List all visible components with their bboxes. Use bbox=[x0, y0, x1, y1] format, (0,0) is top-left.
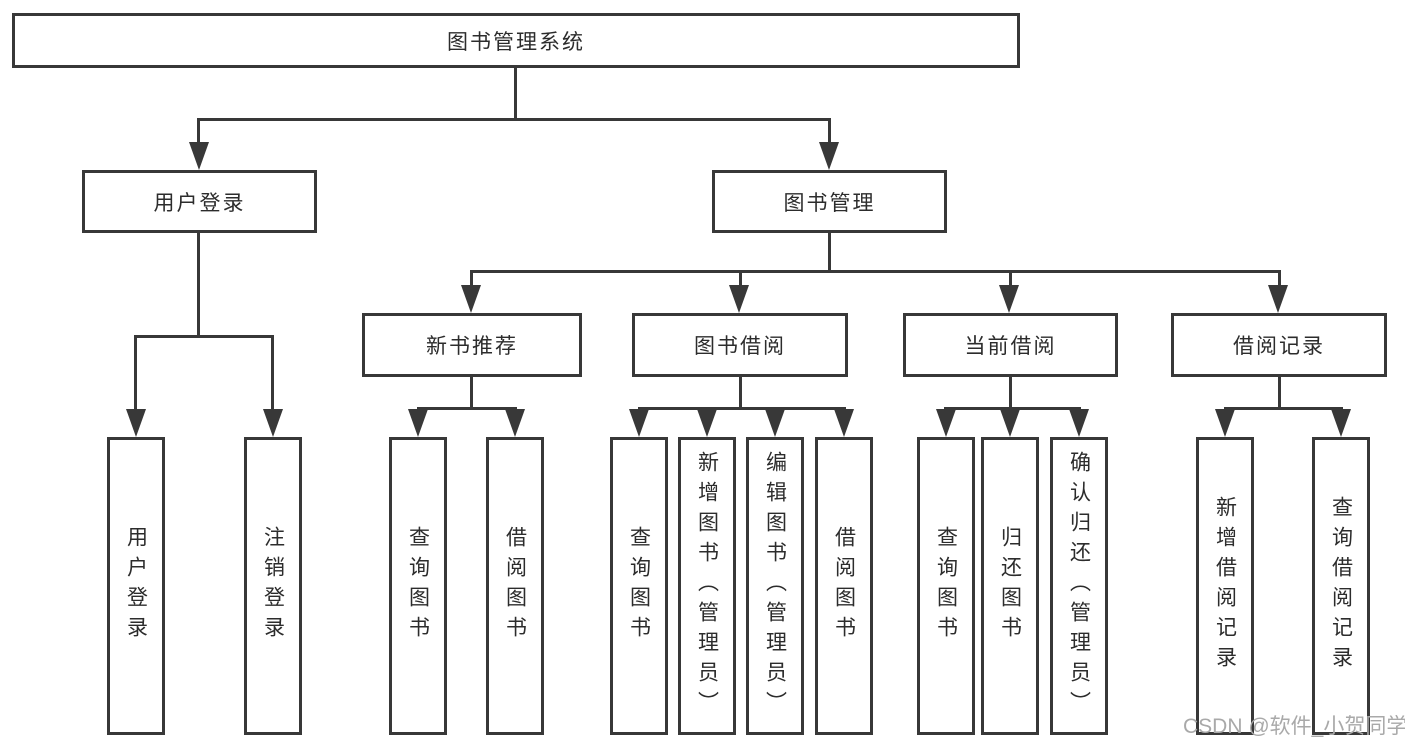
leaf-borrow-books-recommend: 借阅图书 bbox=[486, 437, 544, 735]
leaf-edit-books-admin: 编辑图书（管理员） bbox=[746, 437, 804, 735]
connector-vline bbox=[134, 335, 137, 411]
csdn-watermark: CSDN @软件_小贺同学 bbox=[1183, 715, 1405, 738]
connector-vline bbox=[470, 270, 473, 287]
arrow-down-icon bbox=[263, 409, 283, 437]
node-root-label: 图书管理系统 bbox=[447, 30, 585, 54]
connector-hline bbox=[470, 270, 1281, 273]
arrow-down-icon bbox=[1268, 285, 1288, 313]
leaf-add-books-admin: 新增图书（管理员） bbox=[678, 437, 736, 735]
node-current-borrow: 当前借阅 bbox=[903, 313, 1118, 377]
leaf-user-login: 用户登录 bbox=[107, 437, 165, 735]
node-user-login: 用户登录 bbox=[82, 170, 317, 233]
connector-vline bbox=[828, 118, 831, 144]
arrow-down-icon bbox=[1215, 409, 1235, 437]
arrow-down-icon bbox=[189, 142, 209, 170]
arrow-down-icon bbox=[629, 409, 649, 437]
connector-vline bbox=[1009, 270, 1012, 287]
node-book-borrow-label: 图书借阅 bbox=[694, 335, 786, 358]
arrow-down-icon bbox=[1000, 409, 1020, 437]
leaf-add-borrow-record-label: 新增借阅记录 bbox=[1213, 496, 1237, 676]
leaf-logout: 注销登录 bbox=[244, 437, 302, 735]
leaf-query-books-borrow-label: 查询图书 bbox=[627, 526, 651, 646]
node-new-book-recommend: 新书推荐 bbox=[362, 313, 582, 377]
arrow-down-icon bbox=[126, 409, 146, 437]
leaf-confirm-return-admin: 确认归还（管理员） bbox=[1050, 437, 1108, 735]
leaf-return-books-label: 归还图书 bbox=[998, 526, 1022, 646]
connector-hline bbox=[1224, 407, 1343, 410]
node-root: 图书管理系统 bbox=[12, 13, 1020, 68]
arrow-down-icon bbox=[999, 285, 1019, 313]
leaf-return-books: 归还图书 bbox=[981, 437, 1039, 735]
connector-vline bbox=[514, 68, 517, 120]
connector-hline bbox=[638, 407, 846, 410]
arrow-down-icon bbox=[408, 409, 428, 437]
node-book-borrow: 图书借阅 bbox=[632, 313, 848, 377]
leaf-borrow-books-recommend-label: 借阅图书 bbox=[503, 526, 527, 646]
node-current-borrow-label: 当前借阅 bbox=[964, 335, 1057, 358]
leaf-confirm-return-admin-label: 确认归还（管理员） bbox=[1067, 451, 1091, 721]
node-book-management-label: 图书管理 bbox=[783, 191, 876, 215]
arrow-down-icon bbox=[936, 409, 956, 437]
connector-vline bbox=[739, 376, 742, 409]
connector-hline bbox=[134, 335, 274, 338]
arrow-down-icon bbox=[819, 142, 839, 170]
leaf-query-borrow-record: 查询借阅记录 bbox=[1312, 437, 1370, 735]
leaf-query-books-current-label: 查询图书 bbox=[934, 526, 958, 646]
connector-vline bbox=[739, 270, 742, 287]
leaf-add-books-admin-label: 新增图书（管理员） bbox=[695, 451, 719, 721]
connector-vline bbox=[1278, 376, 1281, 409]
leaf-logout-label: 注销登录 bbox=[261, 526, 285, 646]
leaf-edit-books-admin-label: 编辑图书（管理员） bbox=[763, 451, 787, 721]
connector-vline bbox=[1009, 376, 1012, 409]
leaf-query-books-current: 查询图书 bbox=[917, 437, 975, 735]
arrow-down-icon bbox=[697, 409, 717, 437]
leaf-add-borrow-record: 新增借阅记录 bbox=[1196, 437, 1254, 735]
connector-hline bbox=[417, 407, 517, 410]
connector-vline bbox=[1278, 270, 1281, 287]
arrow-down-icon bbox=[834, 409, 854, 437]
connector-vline bbox=[271, 335, 274, 411]
node-borrow-records-label: 借阅记录 bbox=[1233, 335, 1325, 358]
arrow-down-icon bbox=[729, 285, 749, 313]
connector-hline bbox=[197, 118, 831, 121]
leaf-query-books-borrow: 查询图书 bbox=[610, 437, 668, 735]
leaf-query-books-recommend-label: 查询图书 bbox=[406, 526, 430, 646]
leaf-query-borrow-record-label: 查询借阅记录 bbox=[1329, 496, 1353, 676]
arrow-down-icon bbox=[765, 409, 785, 437]
node-user-login-label: 用户登录 bbox=[153, 191, 246, 215]
leaf-user-login-label: 用户登录 bbox=[124, 526, 148, 646]
leaf-borrow-books-label: 借阅图书 bbox=[832, 526, 856, 646]
connector-vline bbox=[470, 376, 473, 409]
arrow-down-icon bbox=[461, 285, 481, 313]
leaf-query-books-recommend: 查询图书 bbox=[389, 437, 447, 735]
arrow-down-icon bbox=[1331, 409, 1351, 437]
connector-vline bbox=[828, 233, 831, 272]
node-new-book-recommend-label: 新书推荐 bbox=[426, 335, 518, 358]
connector-hline bbox=[944, 407, 1081, 410]
connector-vline bbox=[197, 118, 200, 144]
arrow-down-icon bbox=[1069, 409, 1089, 437]
connector-vline bbox=[197, 233, 200, 337]
leaf-borrow-books: 借阅图书 bbox=[815, 437, 873, 735]
node-borrow-records: 借阅记录 bbox=[1171, 313, 1387, 377]
arrow-down-icon bbox=[505, 409, 525, 437]
node-book-management: 图书管理 bbox=[712, 170, 947, 233]
